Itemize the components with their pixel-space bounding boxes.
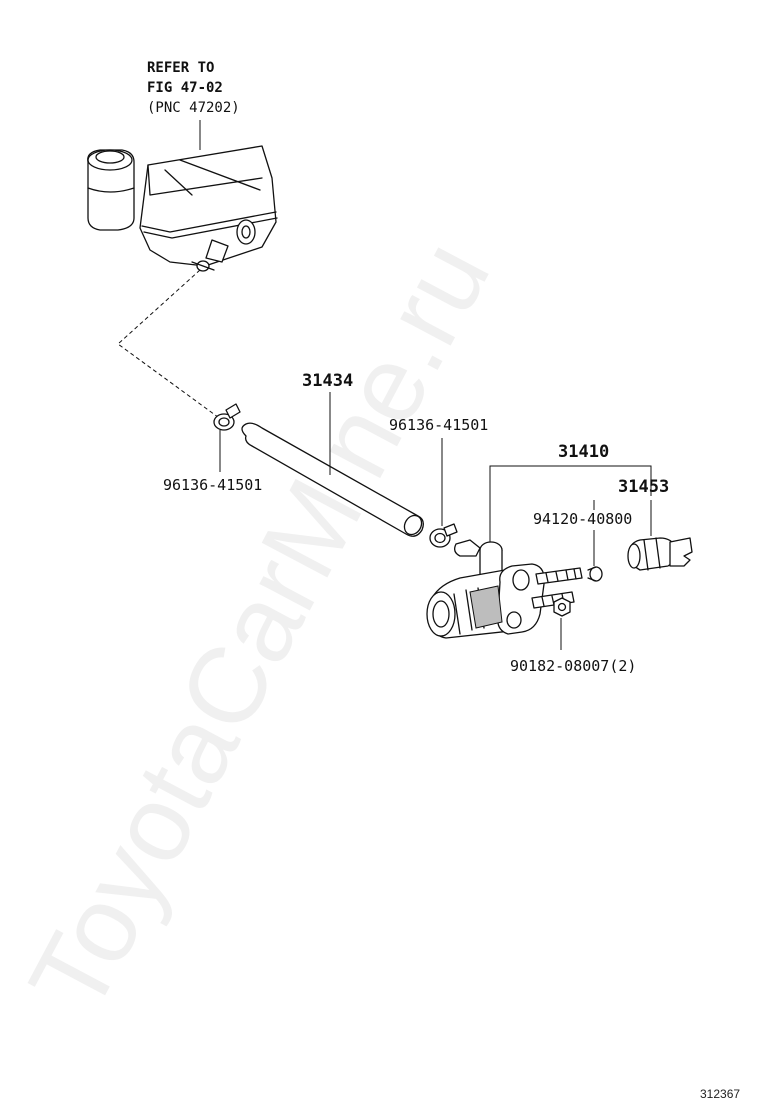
reference-line-2: FIG 47-02 xyxy=(147,80,223,96)
hose-label: 31434 xyxy=(302,371,353,391)
reference-line-1: REFER TO xyxy=(147,60,214,76)
reservoir-illustration xyxy=(87,145,278,272)
stud-bolt-label: 94120-40800 xyxy=(533,510,632,528)
nut-label: 90182-08007(2) xyxy=(510,657,636,675)
clamp-right-illustration xyxy=(429,438,458,548)
hose-illustration xyxy=(241,422,424,537)
release-cylinder-illustration xyxy=(426,539,583,639)
boot-illustration xyxy=(627,537,693,571)
clamp-left-illustration xyxy=(213,403,241,472)
clamp-right-label: 96136-41501 xyxy=(389,416,488,434)
reference-note: REFER TO FIG 47-02 (PNC 47202) xyxy=(147,60,240,150)
reference-line-3: (PNC 47202) xyxy=(147,100,240,116)
clamp-left-label: 96136-41501 xyxy=(163,476,262,494)
figure-id: 312367 xyxy=(700,1087,740,1101)
cylinder-label: 31410 xyxy=(558,442,609,462)
nut-illustration xyxy=(553,597,571,650)
boot-label: 31453 xyxy=(618,477,669,497)
stud-bolt-illustration xyxy=(587,566,603,582)
